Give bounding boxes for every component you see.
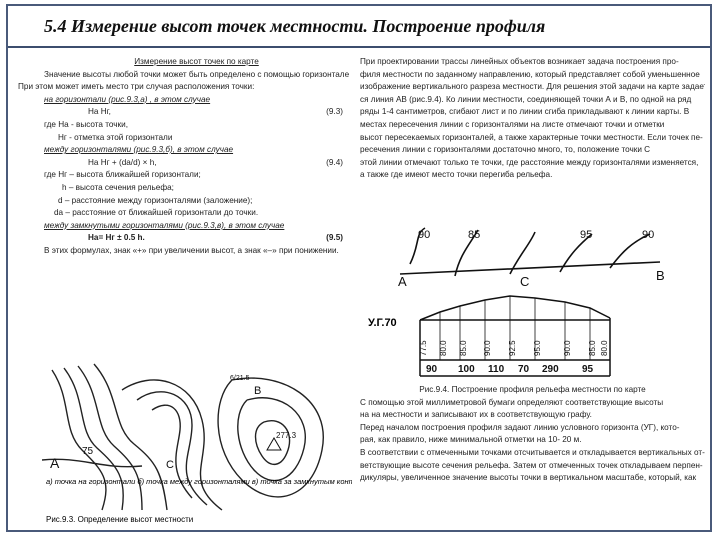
case-c-text: между замкнутыми горизонталями (рис.9.3,… [44,220,285,230]
map-caption-parts: а) точка на горизонтали б) точка между г… [46,477,352,486]
right-line-10: а также где имеют место точки перегиба р… [360,170,553,180]
profile-map-line-figure: 90 85 95 90 A C B [398,227,665,288]
profile-line-ab [399,261,661,275]
dist-value: 70 [518,364,530,375]
right-lower-line-1: С помощью этой миллиметровой бумаги опре… [360,397,664,407]
elev-value: 80.0 [600,340,609,356]
where-2-c: d – расстояние между горизонталями (зало… [58,195,253,205]
where-2-d: da – расстояние от ближайшей горизонтали… [54,208,259,218]
map-label-peak: 277.3 [276,431,297,440]
contour-line [77,365,143,511]
contour-line [509,231,536,275]
contour-line [93,363,168,511]
conditional-horizon-label: У.Г.70 [368,317,397,329]
slide-title: 5.4 Измерение высот точек местности. Пос… [44,16,546,36]
contour-line [63,367,124,511]
contour-line [454,229,479,277]
right-lower-line-3: Перед началом построения профиля задают … [360,422,680,432]
sign-note: В этих формулах, знак «+» при увеличении… [44,245,339,255]
right-lower-line-4: рая, как правило, ниже минимальной отмет… [360,435,582,445]
profile-curve [419,295,611,321]
right-line-3: изображение вертикального разреза местно… [360,82,705,92]
right-lower-line-2: на на местности и записывают их в соотве… [360,410,592,420]
contour-line [42,458,143,468]
eq3-number: (9.5) [326,233,343,243]
right-line-4: ся линия АВ (рис.9.4). Ко линии местност… [360,94,692,104]
eq1-formula: Hа Hг, [88,107,111,117]
elev-value: 80.0 [439,340,448,356]
elev-value: 92.5 [508,340,517,356]
contour-map-figure: A 75 В С 6/21.5 277.3 а) точка на горизо… [42,363,352,524]
profile-label-95: 95 [580,229,592,241]
right-line-1: При проектировании трассы линейных объек… [360,57,679,66]
dist-value: 290 [542,364,559,375]
left-column: Измерение высот точек по карте Значение … [18,56,349,258]
contour-closed [254,420,291,465]
eq2-formula: Hа Hг + (da/d) × h, [88,157,157,167]
elev-value: 90.0 [483,340,492,356]
left-heading: Измерение высот точек по карте [134,57,259,66]
eq1-number: (9.3) [326,107,343,117]
profile-label-90b: 90 [642,229,654,241]
map-caption: Рис.9.3. Определение высот местности [46,515,193,524]
elev-value: 77.5 [419,340,428,356]
where-1b: Hг - отметка этой горизонтали [58,132,173,142]
dist-value: 110 [488,364,505,375]
contour-line [559,233,593,273]
contour-closed [237,397,306,482]
right-line-8: ресечения линии с горизонталями достаточ… [360,145,651,155]
contour-line [609,233,651,269]
elev-value: 85.0 [459,340,468,356]
profile-label-b: B [656,268,665,283]
dist-value: 90 [426,364,438,375]
elev-value: 95.0 [533,340,542,356]
map-label-elev: 6/21.5 [230,375,250,382]
right-line-7: высот пересекаемых горизонталей, а также… [360,132,703,142]
equation-2: Hа Hг + (da/d) × h, (9.4) [44,157,349,170]
profile-label-c: C [520,274,529,288]
dist-value: 100 [458,364,475,375]
right-lower-column: Рис.9.4. Построение профиля рельефа мест… [360,384,705,485]
contour-line [151,404,193,499]
equation-1: Hа Hг, (9.3) [44,106,349,119]
contour-line [409,227,426,265]
left-line-2: При этом может иметь место три случая ра… [18,82,255,92]
where-2-a: где Hг – высота ближайшей горизонтали; [44,170,201,180]
right-column: При проектировании трассы линейных объек… [360,56,705,182]
right-lower-line-7: дикуляры, увеличенное значение высоты то… [360,473,697,483]
right-line-6: местах пересечения линии с горизонталями… [360,119,665,129]
title-divider [8,46,710,48]
profile-label-85: 85 [468,229,480,241]
map-label-a: A [50,455,60,471]
elev-value: 90.0 [563,340,572,356]
map-label-c: С [166,459,174,471]
contour-line [51,369,107,511]
map-label-75: 75 [82,446,94,457]
right-line-5: ряды 1-4 сантиметров, сгибают лист и по … [360,107,690,117]
equation-3: Hа= Hг ± 0.5 h. (9.5) [44,232,349,245]
left-line-1: Значение высоты любой точки может быть о… [44,69,349,79]
case-a-text: на горизонтали (рис.9.3,а) , в этом случ… [44,94,211,104]
profile-caption: Рис.9.4. Построение профиля рельефа мест… [419,385,646,394]
where-2-b: h – высота сечения рельефа; [62,182,174,192]
profile-label-a: A [398,274,407,288]
eq2-number: (9.4) [326,157,343,167]
right-line-9: этой линии отмечают только те точки, где… [360,157,699,167]
contour-line [121,379,223,511]
profile-graph-figure: У.Г.70 77.5 80.0 85.0 90.0 92.5 95.0 90.… [368,295,611,377]
contour-line [136,391,208,506]
right-line-2: филя местности по заданному направлению,… [360,69,700,79]
dist-value: 95 [582,364,594,375]
right-lower-line-5: В соответствии с отмеченными точками отс… [360,447,705,457]
triangle-icon [266,437,282,451]
right-lower-line-6: ветствующие высоте сечения рельефа. Зате… [360,460,703,470]
elev-value: 85.0 [588,340,597,356]
where-1: где Hа - высота точки, [44,119,128,129]
contour-closed [217,377,324,498]
case-b-text: между горизонталями (рис.9.3,б), в этом … [44,145,234,155]
map-label-b: В [254,385,261,397]
profile-label-90: 90 [418,229,430,241]
eq3-formula: Hа= Hг ± 0.5 h. [88,233,145,243]
slide-frame [6,4,712,532]
